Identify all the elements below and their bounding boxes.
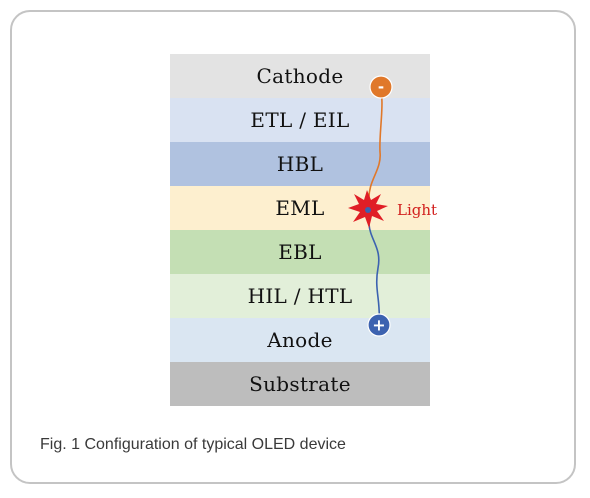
layer-label-anode: Anode — [267, 328, 333, 352]
layer-label-etl-eil: ETL / EIL — [250, 108, 350, 132]
layer-etl-eil: ETL / EIL — [170, 98, 430, 142]
layer-label-hil-htl: HIL / HTL — [247, 284, 353, 308]
layer-label-eml: EML — [275, 196, 325, 220]
layer-ebl: EBL — [170, 230, 430, 274]
layer-label-hbl: HBL — [276, 152, 324, 176]
figure-caption: Fig. 1 Configuration of typical OLED dev… — [40, 436, 346, 453]
layer-substrate: Substrate — [170, 362, 430, 406]
layer-cathode: Cathode — [170, 54, 430, 98]
layer-hil-htl: HIL / HTL — [170, 274, 430, 318]
layer-hbl: HBL — [170, 142, 430, 186]
oled-layer-stack: Cathode ETL / EIL HBL EML EBL HIL / HTL … — [170, 54, 430, 406]
layer-label-ebl: EBL — [278, 240, 322, 264]
layer-label-substrate: Substrate — [249, 372, 351, 396]
layer-eml: EML — [170, 186, 430, 230]
layer-label-cathode: Cathode — [256, 64, 344, 88]
layer-anode: Anode — [170, 318, 430, 362]
